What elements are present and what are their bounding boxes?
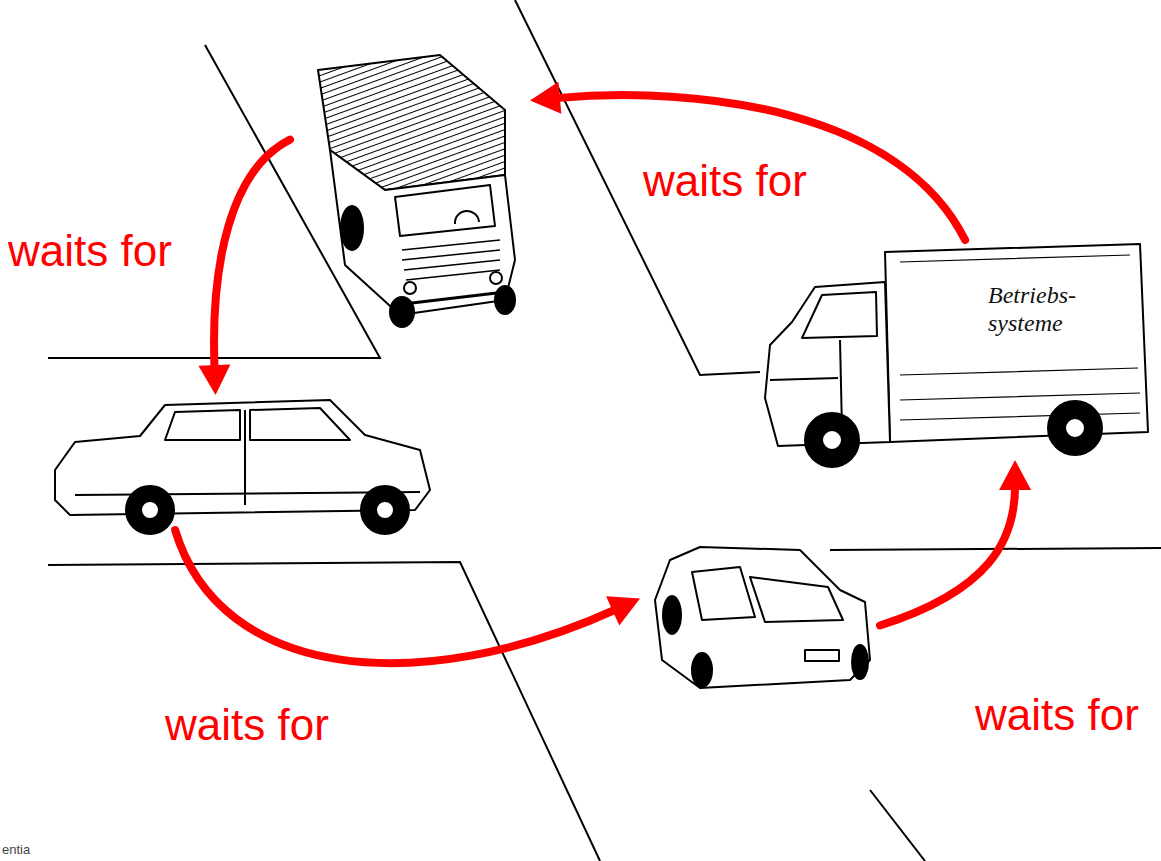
car-window [692,567,755,620]
windshield [395,185,495,236]
wheel [663,596,681,634]
arrow-label: waits for [975,690,1139,741]
hub [376,501,394,519]
windshield [750,577,843,622]
arrowhead [530,82,561,114]
hub [141,501,159,519]
wheel [495,286,515,314]
arrow-line [175,530,616,663]
vehicle [290,50,530,330]
arrowhead [606,596,640,625]
vehicle-lettering: Betriebs- systeme [988,282,1113,337]
truck-cab [330,150,515,315]
road-edge [870,790,925,861]
delivery-truck [765,244,1148,467]
hub [1065,418,1085,438]
waits-for-arrow [530,82,965,240]
wheel [852,645,868,679]
vehicle: Betriebs- systeme [760,240,1150,460]
arrow-label: waits for [643,156,807,207]
arrowhead [999,460,1031,490]
arrowhead [198,364,230,395]
vehicle [50,395,435,530]
car-body [655,547,870,688]
road-edge [48,562,600,861]
car-window [250,408,350,440]
car-window [165,410,240,440]
sedan [55,400,430,534]
arrow-label: waits for [8,226,172,277]
wheel [390,297,414,327]
grille [402,240,500,280]
arrow-label: waits for [165,700,329,751]
driver [455,211,479,224]
wheel [1048,401,1102,455]
wheel [341,206,363,250]
footer-text: entia [2,842,30,858]
waits-for-arrow [198,140,290,395]
small-car [655,547,870,688]
wheel [126,486,174,534]
box-stripes [900,255,1140,420]
headlight [490,272,502,284]
vehicle [640,540,880,690]
arrow-line [556,95,965,240]
hub [822,430,842,450]
road-edges [48,0,1161,861]
wheel [692,653,712,687]
headlight [404,282,416,294]
waits-for-arrow [175,530,640,663]
door-lines [75,410,420,505]
waits-for-arrow [880,460,1031,626]
arrow-line [214,140,290,369]
arrow-line [880,486,1015,626]
canvas-truck [318,55,515,327]
wheel [361,486,409,534]
plate [805,650,839,661]
cargo-box [885,244,1148,442]
wheel [805,413,859,467]
cab-window [802,292,877,338]
